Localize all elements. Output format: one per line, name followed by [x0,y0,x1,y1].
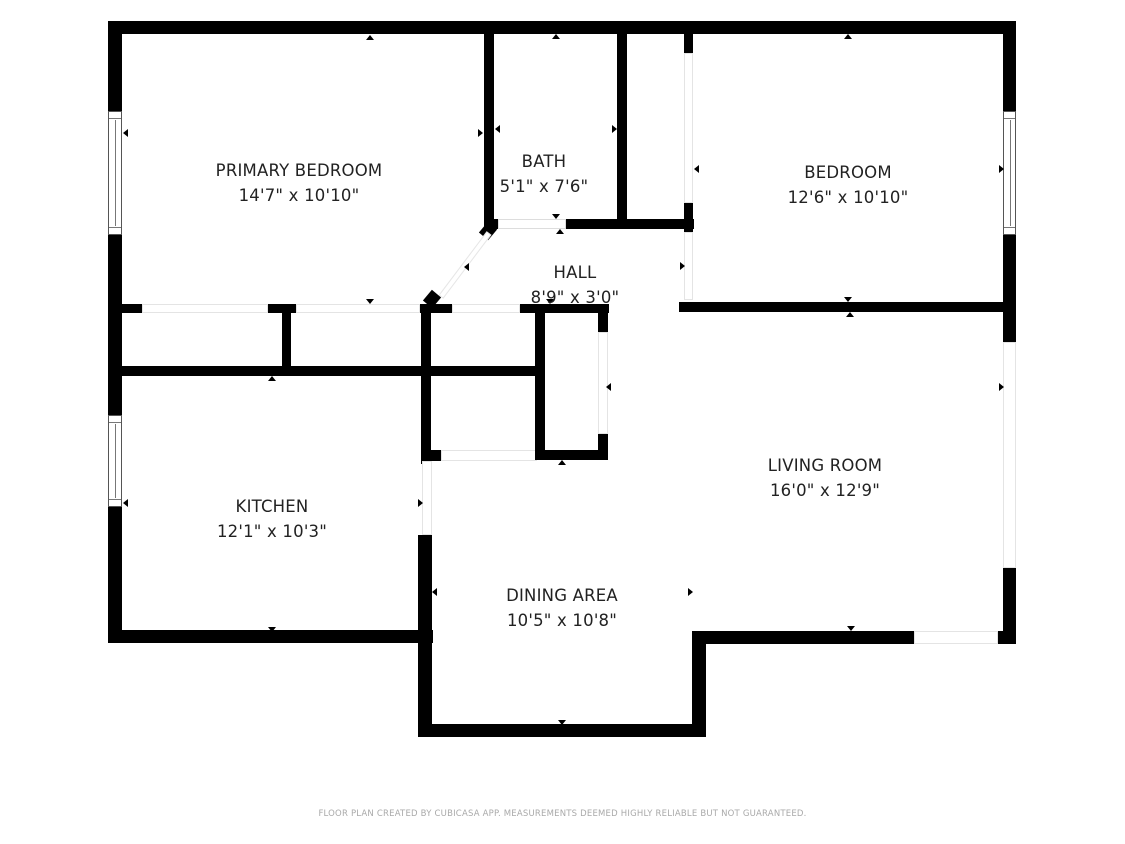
wall-linen-bottom [535,450,606,460]
marker [694,165,699,173]
wall-linen-left [535,304,545,459]
room-name: KITCHEN [235,497,309,516]
marker [552,34,560,39]
wall-bedroom-left-top [684,21,693,53]
wall-left-upper [108,21,122,111]
wall-left-mid [108,235,122,415]
marker [844,297,852,302]
room-dimensions: 16'0" x 12'9" [769,481,881,500]
room-bath: BATH 5'1" x 7'6" [500,149,589,199]
wall-left-lower [108,507,122,643]
disclaimer-footer: FLOOR PLAN CREATED BY CUBICASA APP. MEAS… [318,809,807,819]
window-primary-bedroom [108,111,122,235]
marker [552,214,560,219]
marker [464,263,469,271]
room-bedroom: BEDROOM 12'6" x 10'10" [788,160,909,210]
room-name: LIVING ROOM [767,456,883,475]
wall-living-bottom [692,631,914,644]
door-bath[interactable] [498,219,566,229]
room-name: HALL [553,263,597,282]
wall-bath-right [617,21,627,225]
wall-dining-bottom [418,724,706,737]
marker [123,129,128,137]
marker [366,35,374,40]
wall-linen-right-top [598,304,608,332]
opening-living-right [1003,342,1016,568]
marker [366,299,374,304]
room-hall: HALL 8'9" x 3'0" [531,260,620,310]
window-bedroom [1003,111,1016,235]
wall-bottom-kitchen [108,630,433,643]
marker [844,34,852,39]
room-dimensions: 12'6" x 10'10" [787,188,909,207]
marker [556,229,564,234]
door-closet[interactable] [684,53,693,203]
marker [999,165,1004,173]
room-dimensions: 5'1" x 7'6" [499,177,589,196]
room-primary-bedroom: PRIMARY BEDROOM 14'7" x 10'10" [216,158,383,208]
wall-linen-right-bottom [598,434,608,460]
wall-dining-right [692,631,706,737]
room-name: DINING AREA [506,586,618,605]
door-bedroom[interactable] [684,232,693,300]
room-name: PRIMARY BEDROOM [215,161,383,180]
marker [123,499,128,507]
window-kitchen [108,415,122,507]
marker [612,125,617,133]
opening-kitchen [422,461,432,535]
room-name: BEDROOM [804,163,892,182]
opening-living-bottom [914,631,998,644]
wall-right-upper [1003,21,1016,111]
wall-right-mid [1003,235,1016,342]
room-dimensions: 8'9" x 3'0" [530,288,620,307]
wall-closet-divider [282,304,291,374]
room-living-room: LIVING ROOM 16'0" x 12'9" [768,453,882,503]
wall-pb-bottom-1 [108,304,142,313]
marker [558,460,566,465]
marker [688,588,693,596]
opening-dining-top [441,450,537,461]
marker [268,627,276,632]
marker [432,588,437,596]
marker [268,376,276,381]
marker [847,626,855,631]
wall-bath-bottom [566,219,694,229]
wall-bath-left [484,21,494,225]
wall-bedroom-left-mid [684,203,693,232]
marker [846,312,854,317]
wall-dining-left [418,535,432,737]
room-dimensions: 10'5" x 10'8" [506,611,618,630]
door-closet-2[interactable] [296,304,420,313]
wall-closet-right [421,304,431,464]
marker [680,262,685,270]
wall-right-lower [1003,568,1016,644]
marker [558,720,566,725]
wall-bedroom-bottom [679,302,1016,312]
room-dimensions: 14'7" x 10'10" [238,186,360,205]
wall-top [108,21,1016,34]
wall-closet-bottom [108,366,544,376]
room-name: BATH [521,152,567,171]
room-kitchen: KITCHEN 12'1" x 10'3" [217,494,327,544]
room-dimensions: 12'1" x 10'3" [216,522,328,541]
room-dining-area: DINING AREA 10'5" x 10'8" [506,583,618,633]
marker [999,383,1004,391]
marker [418,499,423,507]
marker [606,383,611,391]
door-closet-1[interactable] [142,304,268,313]
wall-hall-bottom [520,304,609,313]
hall-opening [452,304,520,313]
wall-closet-right-stub [421,450,441,461]
marker [546,299,554,304]
marker [495,125,500,133]
marker [478,129,483,137]
wall-pb-bottom-3 [420,304,452,313]
